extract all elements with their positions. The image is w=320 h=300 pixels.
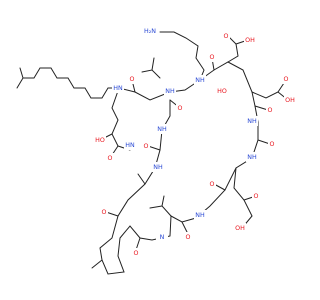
molecule-structure-drawing: H₂N HN NH NH NH NH NH N NH NH HN bbox=[16, 26, 296, 275]
nitrogen-label: N bbox=[160, 234, 165, 241]
atom-labels: H₂N HN NH NH NH NH NH N NH NH HN bbox=[94, 26, 296, 258]
oxygen-label: O bbox=[102, 209, 107, 216]
nitrogen-label: NH bbox=[195, 212, 205, 219]
hydroxyl-label: HO bbox=[217, 88, 227, 95]
nitrogen-label: HN bbox=[113, 85, 123, 92]
nitrogen-label: NH bbox=[247, 118, 257, 125]
oxygen-label: O bbox=[130, 76, 135, 83]
carbonyl-bond bbox=[254, 105, 269, 111]
bottom-acid-bonds bbox=[233, 167, 253, 217]
oxygen-label: O bbox=[268, 107, 273, 114]
hydroxyl-label: HO bbox=[95, 137, 105, 144]
oxygen-label: O bbox=[134, 250, 139, 257]
oxygen-label: O bbox=[108, 155, 113, 162]
bond bbox=[141, 69, 161, 79]
hydroxyl-label: OH bbox=[285, 97, 295, 104]
nitrogen-label: NH bbox=[165, 88, 175, 95]
bond bbox=[151, 57, 155, 71]
nitrogen-label: NH bbox=[157, 126, 167, 133]
nitrogen-label: NH bbox=[195, 77, 205, 84]
aspartate-bonds bbox=[251, 79, 287, 99]
amine-label: H₂N bbox=[144, 28, 156, 35]
bond bbox=[91, 259, 103, 269]
molecule-structure-canvas: H₂N HN NH NH NH NH NH N NH NH HN bbox=[16, 26, 296, 275]
oxygen-label: O bbox=[284, 76, 289, 83]
bond bbox=[149, 205, 163, 209]
oxygen-label: O bbox=[210, 181, 215, 188]
nitrogen-label: NH bbox=[153, 164, 163, 171]
acid-sidechain-bonds bbox=[111, 87, 120, 147]
hydroxy-acid-bonds bbox=[227, 39, 249, 63]
hydroxyl-label: OH bbox=[235, 225, 245, 232]
oxygen-label: O bbox=[186, 234, 191, 241]
oxygen-label: O bbox=[178, 105, 183, 112]
amino-sidechain-bonds bbox=[159, 31, 205, 81]
oxygen-label: O bbox=[210, 54, 215, 61]
hydroxyl-label: OH bbox=[245, 37, 255, 44]
nitrogen-label: NH bbox=[247, 154, 257, 161]
bond bbox=[137, 173, 146, 185]
bond bbox=[161, 195, 172, 217]
nitrogen-label: HN bbox=[125, 142, 135, 149]
macrocycle-ring-bonds bbox=[99, 61, 259, 275]
oxygen-label: O bbox=[270, 141, 275, 148]
oxygen-label: O bbox=[254, 193, 259, 200]
lipid-tail-bonds bbox=[16, 67, 120, 99]
bond bbox=[19, 67, 24, 79]
oxygen-label: O bbox=[144, 143, 149, 150]
oxygen-label: O bbox=[224, 33, 229, 40]
